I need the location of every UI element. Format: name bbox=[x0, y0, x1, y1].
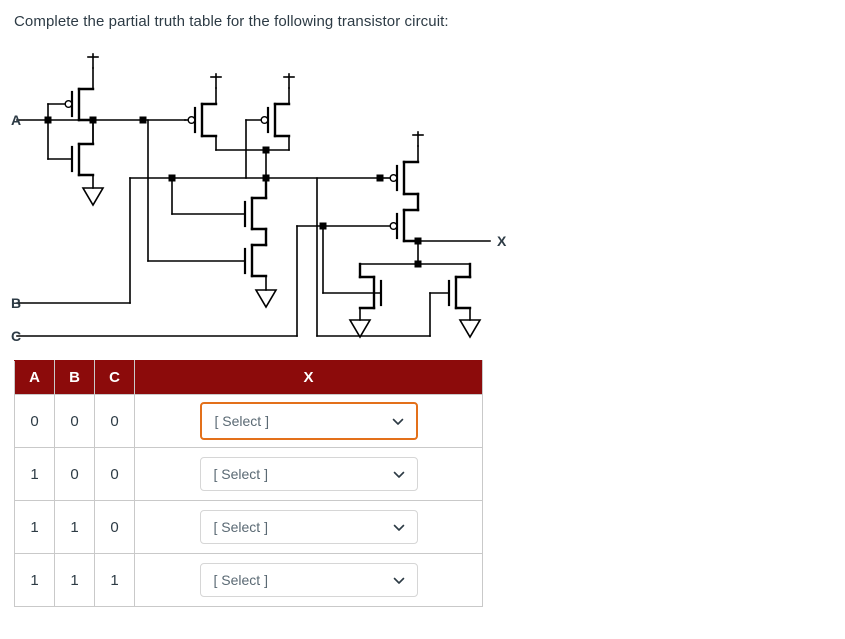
cell-a-row3: 1 bbox=[14, 553, 55, 607]
table-row: 0 0 0 [ Select ] bbox=[14, 394, 483, 448]
x-select-row0-value: [ Select ] bbox=[214, 413, 269, 429]
gate-inverter-A bbox=[16, 53, 186, 206]
truth-table-body: 0 0 0 [ Select ] bbox=[14, 394, 483, 607]
x-select-row3-value: [ Select ] bbox=[213, 572, 268, 588]
signal-label-X: X bbox=[497, 233, 507, 249]
signal-label-C: C bbox=[11, 328, 21, 344]
cell-c-row2: 0 bbox=[94, 500, 135, 554]
x-select-row2[interactable]: [ Select ] bbox=[199, 510, 418, 544]
cell-a-row1: 1 bbox=[14, 447, 55, 501]
cell-b-row0: 0 bbox=[54, 394, 95, 448]
header-cell-a: A bbox=[14, 360, 55, 395]
truth-table-header: A B C X bbox=[14, 360, 483, 395]
cell-x-row3: [ Select ] bbox=[134, 553, 483, 607]
x-select-row2-value: [ Select ] bbox=[213, 519, 268, 535]
x-select-row1[interactable]: [ Select ] bbox=[199, 457, 418, 491]
page-title: Complete the partial truth table for the… bbox=[14, 13, 449, 30]
header-cell-x: X bbox=[134, 360, 483, 395]
table-row: 1 1 1 [ Select ] bbox=[14, 553, 483, 607]
x-select-row1-value: [ Select ] bbox=[213, 466, 268, 482]
cell-x-row1: [ Select ] bbox=[134, 447, 483, 501]
cell-c-row0: 0 bbox=[94, 394, 135, 448]
circuit-svg: A B C X bbox=[11, 53, 507, 344]
table-row: 1 1 0 [ Select ] bbox=[14, 500, 483, 554]
x-select-row3[interactable]: [ Select ] bbox=[199, 563, 418, 597]
signal-label-B: B bbox=[11, 295, 21, 311]
cell-b-row3: 1 bbox=[54, 553, 95, 607]
truth-table: A B C X 0 0 0 [ Select ] bbox=[14, 360, 483, 607]
gate-nor bbox=[16, 131, 491, 338]
gate-nand bbox=[16, 73, 384, 308]
table-header-row: A B C X bbox=[14, 360, 483, 395]
cell-a-row0: 0 bbox=[14, 394, 55, 448]
cell-c-row1: 0 bbox=[94, 447, 135, 501]
chevron-down-icon bbox=[393, 522, 404, 533]
cell-c-row3: 1 bbox=[94, 553, 135, 607]
transistor-circuit-diagram: A B C X bbox=[0, 48, 560, 348]
table-row: 1 0 0 [ Select ] bbox=[14, 447, 483, 501]
signal-label-A: A bbox=[11, 112, 21, 128]
cell-b-row2: 1 bbox=[54, 500, 95, 554]
header-cell-b: B bbox=[54, 360, 95, 395]
chevron-down-icon bbox=[393, 469, 404, 480]
x-select-row0[interactable]: [ Select ] bbox=[199, 402, 418, 440]
cell-x-row2: [ Select ] bbox=[134, 500, 483, 554]
cell-b-row1: 0 bbox=[54, 447, 95, 501]
header-cell-c: C bbox=[94, 360, 135, 395]
truth-table-container: A B C X 0 0 0 [ Select ] bbox=[14, 360, 483, 607]
chevron-down-icon bbox=[393, 575, 404, 586]
cell-x-row0: [ Select ] bbox=[134, 394, 483, 448]
chevron-down-icon bbox=[392, 416, 403, 427]
cell-a-row2: 1 bbox=[14, 500, 55, 554]
